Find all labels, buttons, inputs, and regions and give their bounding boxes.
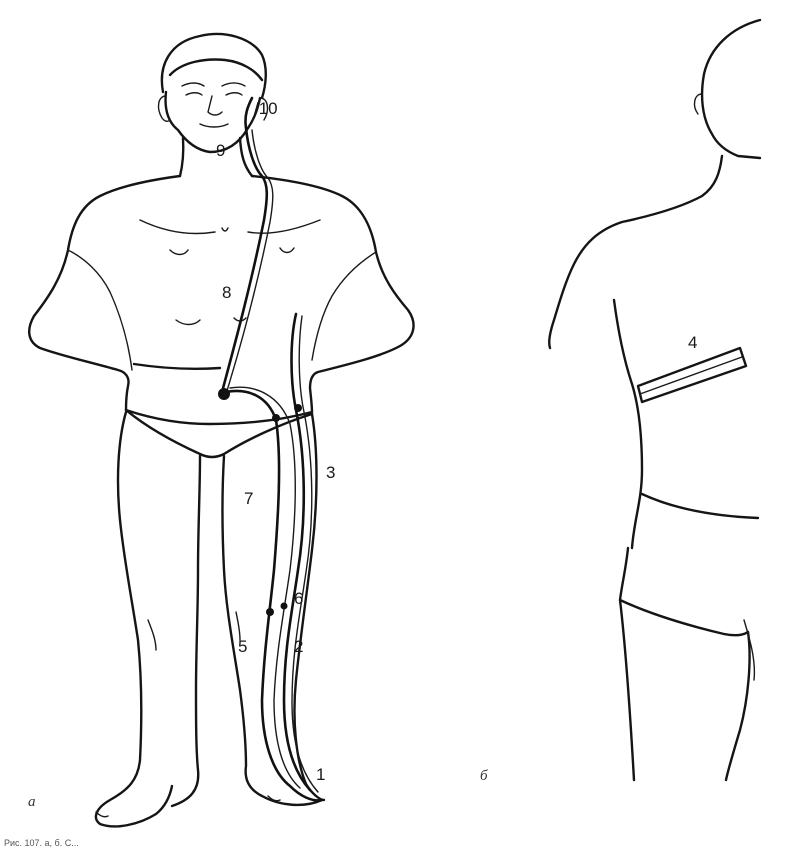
back-hip — [620, 548, 748, 635]
nose — [208, 96, 222, 115]
label-7: 7 — [244, 489, 253, 508]
channel-node-knee — [266, 608, 274, 616]
right-leg-inner — [223, 456, 323, 805]
hair — [162, 34, 266, 98]
back-neck-shoulder — [549, 156, 722, 348]
chest-lines — [140, 220, 320, 325]
channel-node-hip — [272, 414, 280, 422]
channel-leg-outer — [292, 316, 318, 792]
figure-caption: Рис. 107. а, б. С... — [4, 838, 79, 848]
back-view-figure — [549, 20, 760, 780]
torso-outline-left — [29, 176, 180, 410]
channel-node-thigh — [294, 404, 302, 412]
back-leg-outer — [620, 600, 634, 780]
number-labels: 1 2 3 4 5 6 7 8 9 /10 — [216, 99, 697, 784]
back-arm-inner — [614, 300, 642, 548]
back-head — [702, 20, 760, 158]
channel-1-3-legs — [226, 391, 322, 800]
channel-8-chest — [222, 98, 267, 392]
channel-junction-node — [218, 388, 230, 400]
left-leg-inner — [172, 456, 200, 806]
right-arm-inner — [312, 252, 376, 360]
label-5: 5 — [238, 637, 247, 656]
mouth — [200, 124, 228, 127]
panel-label-front: а — [28, 794, 36, 810]
label-6: 6 — [294, 589, 303, 608]
label-8: 8 — [222, 283, 231, 302]
label-3: 3 — [326, 463, 335, 482]
channel-node-knee-2 — [281, 603, 288, 610]
label-9: 9 — [216, 141, 225, 160]
label-2: 2 — [294, 637, 303, 656]
left-leg-outer — [96, 412, 172, 826]
knee-lines — [148, 612, 240, 650]
back-leg-inner — [726, 632, 750, 780]
label-1: 1 — [316, 765, 325, 784]
label-4: 4 — [688, 333, 697, 352]
channel-leg-3 — [284, 314, 310, 790]
back-waist — [642, 494, 758, 518]
channel-4-band-inner — [640, 357, 742, 394]
eyes — [186, 93, 242, 95]
eyebrows — [182, 83, 245, 86]
left-arm-inner — [68, 250, 132, 370]
label-10: /10 — [254, 99, 278, 118]
panel-label-back: б — [480, 768, 488, 784]
